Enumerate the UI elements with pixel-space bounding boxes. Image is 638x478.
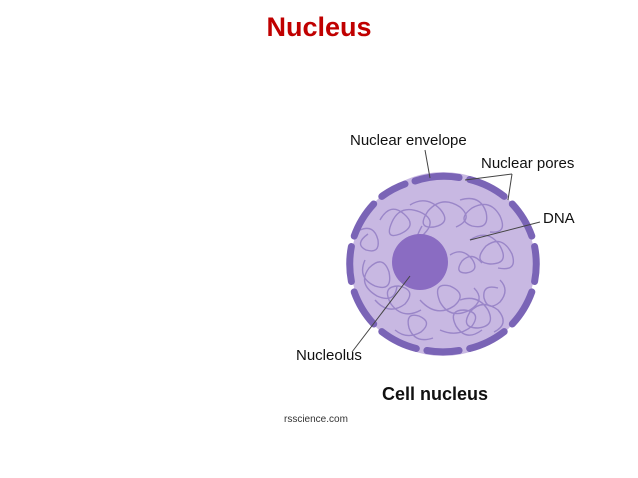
leader-nucleolus [351,275,411,353]
leader-nuclear-pore-1 [464,173,513,181]
label-nuclear-pores: Nuclear pores [481,155,575,172]
leader-lines [351,149,541,353]
leader-nuclear-pore-2 [507,173,513,201]
nuclear-envelope [346,172,540,356]
leader-nuclear-envelope [424,149,431,179]
diagram-caption: Cell nucleus [382,384,489,404]
leader-dna [469,221,541,241]
slide-title: Nucleus [266,12,372,42]
chromatin-dna [359,197,515,341]
nucleolus [392,234,448,290]
label-nuclear-envelope: Nuclear envelope [350,132,467,149]
image-credit: rsscience.com [284,414,348,425]
label-dna: DNA [543,210,575,227]
label-nucleolus: Nucleolus [296,347,362,364]
